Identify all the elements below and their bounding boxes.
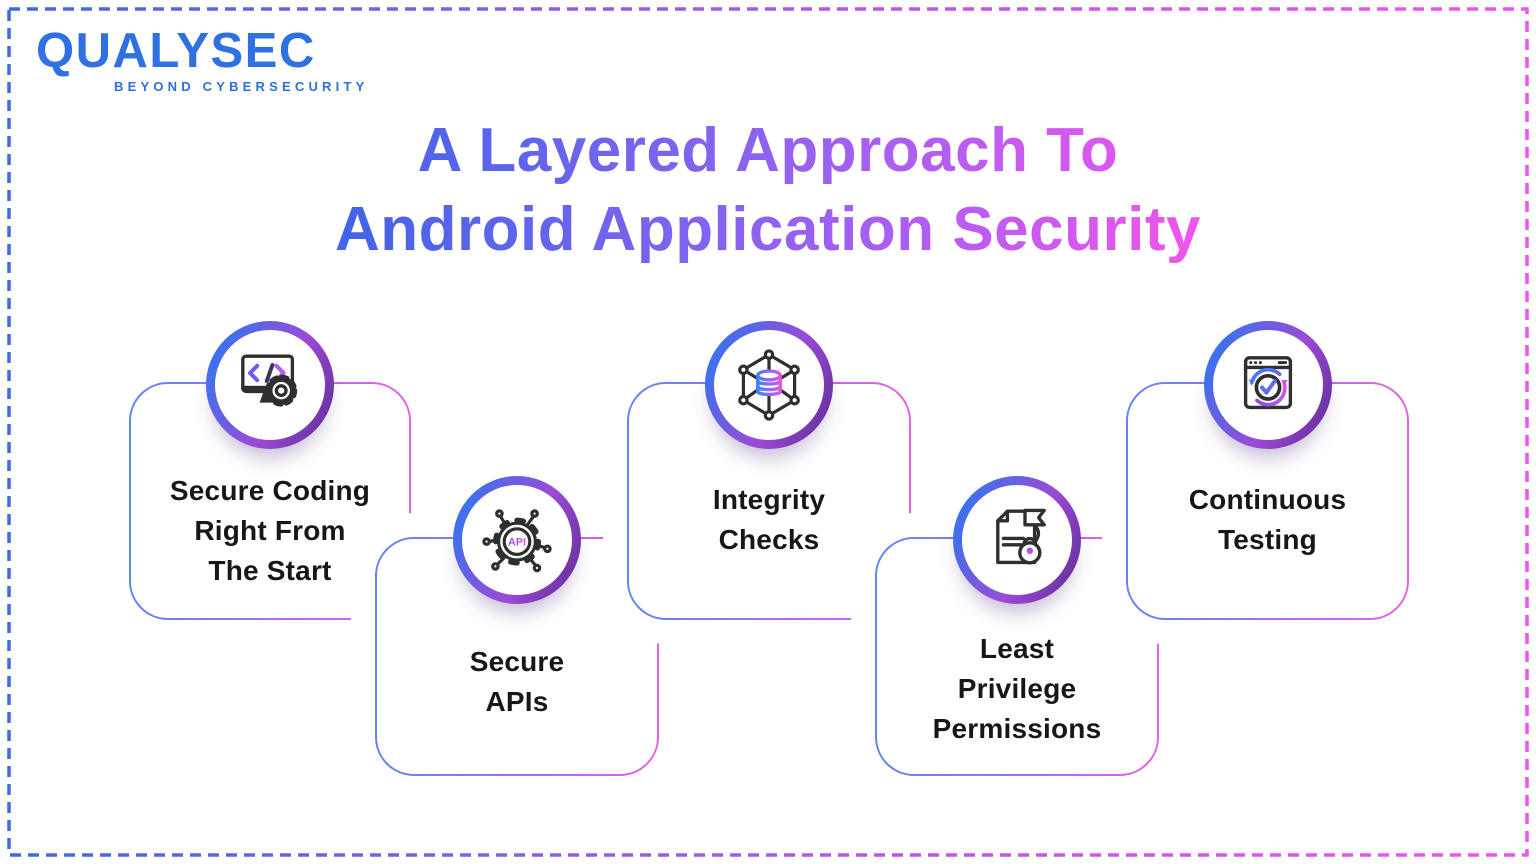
logo-tagline: BEYOND CYBERSECURITY [114,79,369,95]
step-badge-secure-coding [206,321,334,449]
logo: QUALYSEC BEYOND CYBERSECURITY [36,24,369,95]
step-badge-integrity-checks [705,321,833,449]
page-title: A Layered Approach To Android Applicatio… [335,112,1201,269]
step-badge-inner [215,330,325,440]
step-badge-least-privilege [953,476,1081,604]
step-badge-continuous-testing [1204,321,1332,449]
card-label-least-privilege: Least Privilege Permissions [932,633,1102,745]
secure-coding-icon [241,354,298,407]
step-badge-inner: API [462,485,572,595]
step-badge-secure-apis: API [453,476,581,604]
logo-wordmark: QUALYSEC [36,24,316,78]
card-label-integrity-checks: Integrity Checks [712,484,826,556]
network-database-icon [738,349,800,421]
card-label-secure-apis: Secure APIs [469,646,565,718]
page-title-line2: Android Application Security [335,194,1201,264]
card-label-secure-coding: Secure Coding Right From The Start [169,475,371,587]
step-badge-inner [1213,330,1323,440]
browser-refresh-check-icon [1243,356,1293,410]
document-lock-icon [996,508,1046,565]
step-badge-inner [962,485,1072,595]
card-label-continuous-testing: Continuous Testing [1188,484,1347,556]
step-badge-inner [714,330,824,440]
api-gear-icon: API [482,509,552,573]
api-icon-label: API [508,537,526,549]
page-title-line1: A Layered Approach To [417,116,1119,185]
